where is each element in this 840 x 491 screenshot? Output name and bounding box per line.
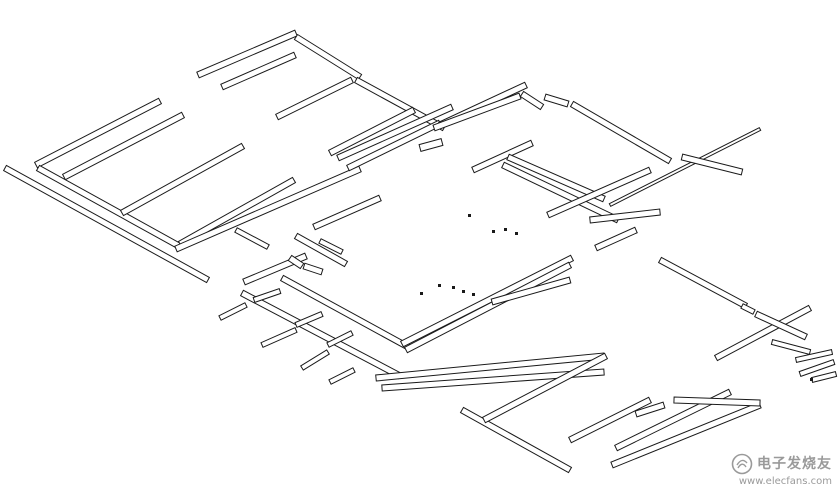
wall-segment — [403, 261, 573, 354]
wall-segment — [33, 97, 163, 169]
wall-segment — [546, 166, 652, 219]
wall-segment — [519, 90, 545, 111]
watermark-brand-text: 电子发烧友 — [757, 456, 832, 472]
fixture-marker — [492, 230, 495, 233]
wall-segment — [794, 349, 834, 363]
wall-segment — [490, 276, 572, 306]
wall-segment — [218, 302, 248, 321]
wall-segment — [239, 289, 403, 380]
wall-segment — [634, 401, 666, 418]
wall-segment — [327, 106, 417, 157]
wall-segment — [614, 388, 732, 452]
fixture-marker — [504, 228, 507, 231]
wall-segment — [275, 76, 354, 121]
wall-segment — [798, 358, 836, 378]
watermark-url: www.elecfans.com — [738, 476, 832, 487]
wall-segment — [220, 51, 297, 91]
wall-segment — [174, 165, 362, 253]
wall-segment — [459, 406, 573, 474]
wall-segment — [294, 311, 324, 328]
watermark: 电子发烧友 www.elecfans.com — [731, 453, 832, 487]
wall-segment — [569, 100, 673, 165]
wall-segment — [2, 164, 211, 284]
wall-segment — [506, 153, 606, 203]
wall-segment — [432, 92, 522, 132]
wall-segment — [353, 76, 447, 132]
wall-segment — [810, 370, 838, 384]
fixture-marker — [462, 290, 465, 293]
wall-segment — [381, 368, 605, 392]
wall-segment — [608, 127, 762, 207]
wall-segment — [287, 254, 305, 270]
wall-segment — [260, 327, 298, 348]
wall-segment — [302, 262, 324, 276]
wall-segment — [770, 338, 812, 356]
wall-segment — [589, 208, 661, 224]
wall-segment — [119, 142, 246, 217]
wall-segment — [196, 29, 298, 79]
wall-segment — [673, 396, 761, 407]
wall-segment — [594, 226, 638, 252]
wall-segment — [328, 367, 356, 385]
wall-segment — [177, 176, 297, 248]
wall-segment — [300, 349, 330, 371]
wall-segment — [680, 153, 744, 176]
wall-segment — [399, 254, 575, 348]
fixture-marker — [438, 284, 441, 287]
fixture-marker — [810, 378, 813, 381]
wall-segment — [293, 33, 363, 81]
wall-segment — [740, 303, 756, 315]
wall-segment — [318, 238, 344, 255]
wall-segment — [418, 137, 444, 153]
wall-segment — [754, 310, 808, 341]
fixture-marker — [515, 232, 518, 235]
wall-segment — [293, 232, 349, 268]
wall-segment — [312, 194, 382, 231]
wall-segment — [346, 119, 442, 172]
wall-segment — [35, 164, 182, 250]
wall-segment — [279, 274, 413, 352]
wall-segment — [471, 139, 534, 174]
wall-segment — [234, 227, 270, 250]
wall-segment — [326, 330, 354, 348]
fixture-marker — [420, 292, 423, 295]
wall-segment — [375, 352, 605, 382]
wall-segment — [481, 352, 609, 424]
fixture-marker — [472, 293, 475, 296]
wall-segment — [657, 256, 749, 310]
elecfans-logo-icon — [731, 453, 753, 475]
wall-segment — [568, 396, 652, 444]
wall-segment — [336, 103, 454, 162]
fixture-marker — [452, 286, 455, 289]
wall-segment — [543, 93, 570, 108]
wall-segment — [61, 111, 186, 181]
wall-segment — [242, 252, 308, 286]
wall-segment — [252, 287, 282, 304]
fixture-marker — [468, 214, 471, 217]
